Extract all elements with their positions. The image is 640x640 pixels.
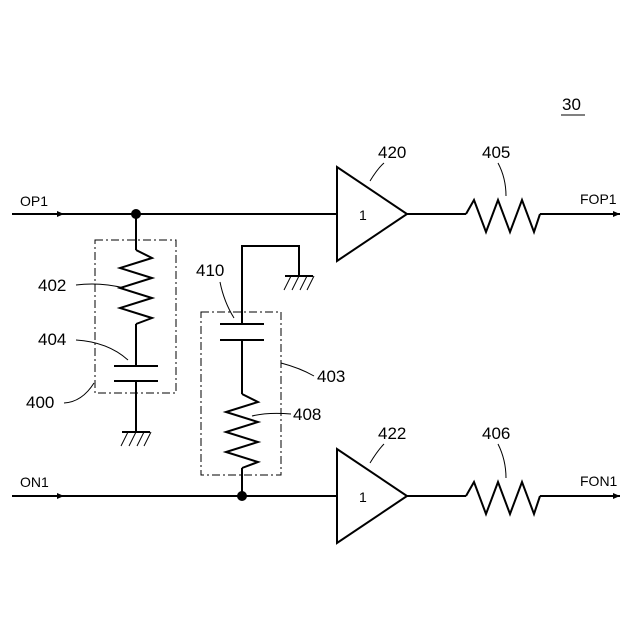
leader-400 — [64, 383, 94, 403]
leader-406 — [498, 444, 506, 478]
op1-label: OP1 — [20, 193, 48, 209]
leader-403 — [281, 363, 314, 376]
fop1-label: FOP1 — [580, 191, 617, 207]
ref-410: 410 — [196, 261, 224, 280]
leader-410 — [220, 282, 234, 318]
figure-label: 30 — [562, 95, 581, 114]
leader-422 — [370, 444, 384, 463]
ref-405: 405 — [482, 143, 510, 162]
on1-label: ON1 — [20, 474, 49, 490]
ref-403: 403 — [317, 367, 345, 386]
buffer-422-gain: 1 — [359, 489, 367, 505]
buffer-422 — [337, 449, 407, 543]
ref-422: 422 — [378, 424, 406, 443]
leader-405 — [498, 163, 506, 196]
resistor-405 — [466, 200, 540, 232]
resistor-402 — [120, 250, 152, 324]
leader-420 — [370, 163, 384, 181]
ref-408: 408 — [293, 405, 321, 424]
ref-400: 400 — [26, 393, 54, 412]
leader-402 — [76, 284, 124, 288]
ref-402: 402 — [38, 276, 66, 295]
resistor-408 — [226, 394, 258, 468]
bottom-junction-dot — [237, 491, 247, 501]
resistor-406 — [466, 482, 540, 514]
fon1-label: FON1 — [580, 473, 618, 489]
ref-420: 420 — [378, 143, 406, 162]
buffer-420-gain: 1 — [359, 207, 367, 223]
leader-404 — [76, 340, 128, 360]
ground-icon-403 — [284, 276, 314, 290]
buffer-420 — [337, 167, 407, 261]
ground-icon-400 — [121, 432, 151, 446]
ref-404: 404 — [38, 330, 66, 349]
ref-406: 406 — [482, 424, 510, 443]
leader-408 — [252, 413, 291, 416]
